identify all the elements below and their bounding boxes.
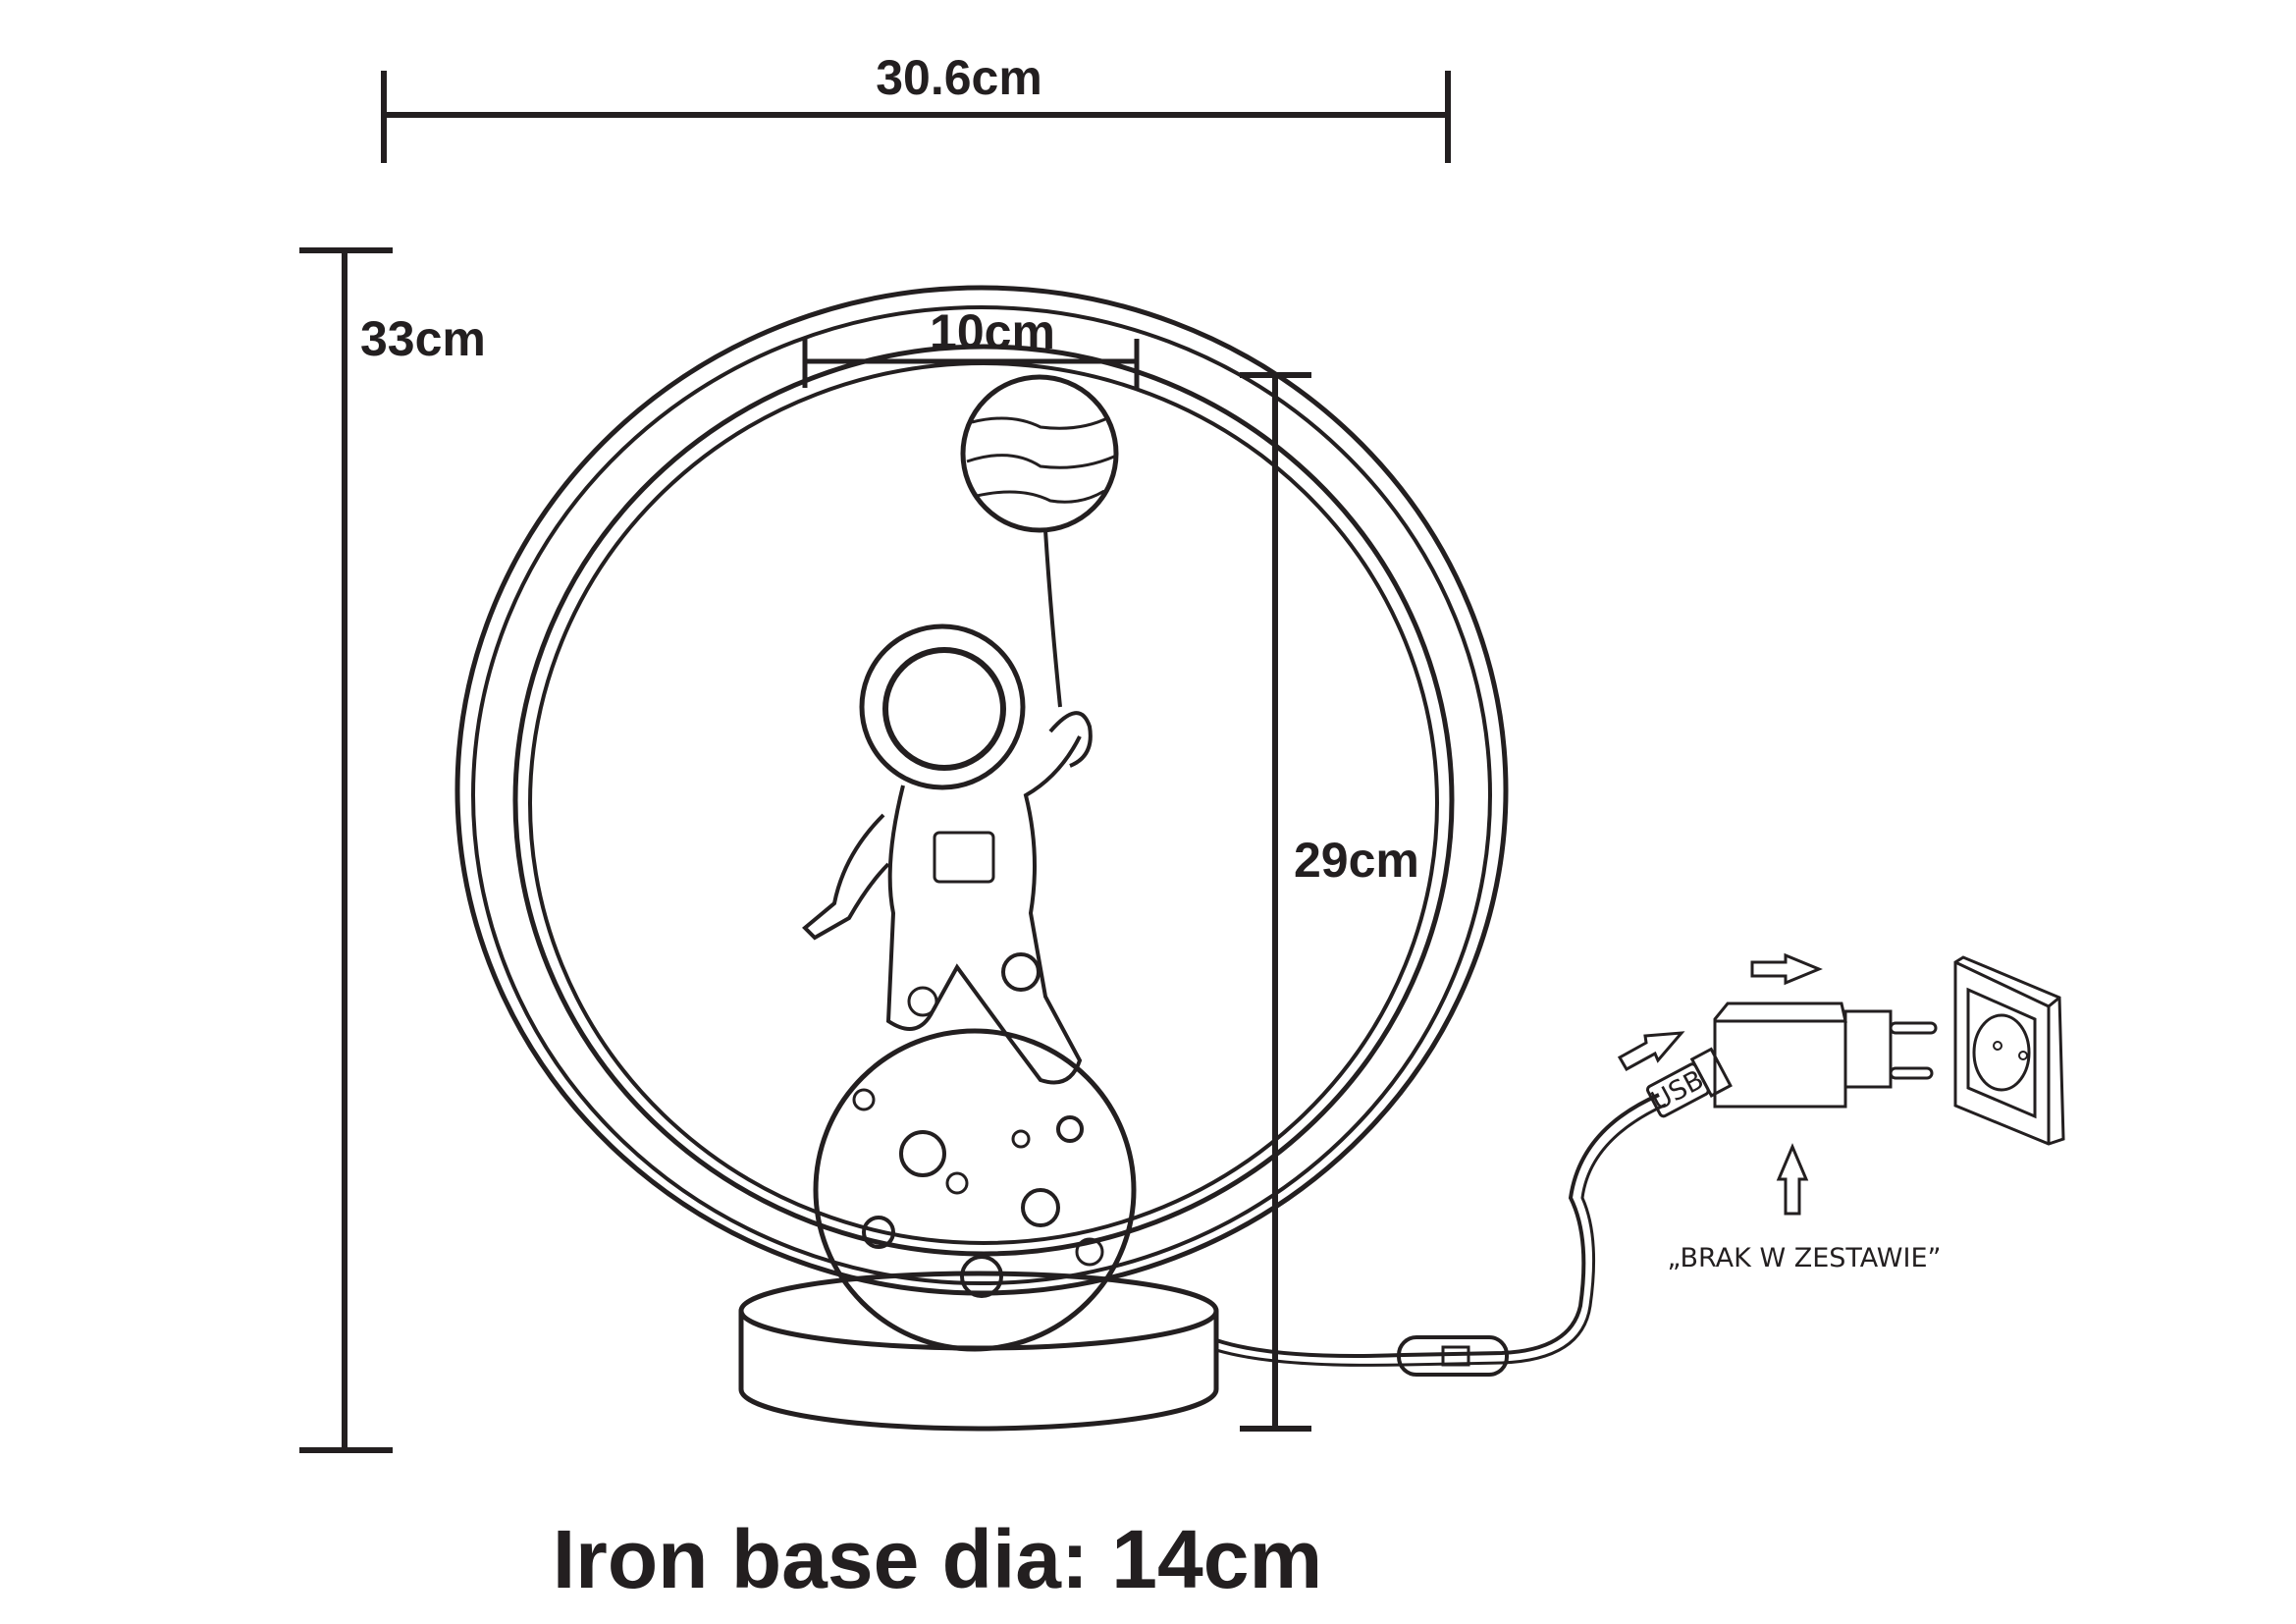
charger-icon bbox=[1713, 1001, 1938, 1109]
inner-height-label: 29cm bbox=[1294, 833, 1419, 888]
wall-socket-icon bbox=[1953, 955, 2065, 1146]
arrow-right-icon bbox=[1750, 952, 1823, 986]
inline-switch bbox=[1397, 1335, 1509, 1377]
height-label: 33cm bbox=[360, 311, 486, 366]
width-dimension: 30.6cm bbox=[381, 50, 1451, 163]
height-dimension: 33cm bbox=[299, 247, 486, 1453]
base-diameter-caption: Iron base dia: 14cm bbox=[553, 1513, 1322, 1605]
balloon-width-label: 10cm bbox=[930, 304, 1055, 359]
width-label: 30.6cm bbox=[876, 50, 1042, 105]
arrow-up-icon bbox=[1776, 1143, 1809, 1216]
usb-cable: USB bbox=[1215, 1047, 1733, 1377]
arrow-diagonal-icon bbox=[1617, 1031, 1685, 1072]
planet-balloon bbox=[960, 374, 1119, 708]
balloon-width-dimension: 10cm bbox=[802, 304, 1140, 388]
charger-not-included-note: „BRAK W ZESTAWIE” bbox=[1667, 1243, 1941, 1273]
astronaut-figure bbox=[802, 623, 1093, 1085]
moon-sphere bbox=[813, 1028, 1137, 1352]
inner-height-dimension: 29cm bbox=[1240, 372, 1419, 1432]
lamp-ring bbox=[454, 285, 1509, 1296]
